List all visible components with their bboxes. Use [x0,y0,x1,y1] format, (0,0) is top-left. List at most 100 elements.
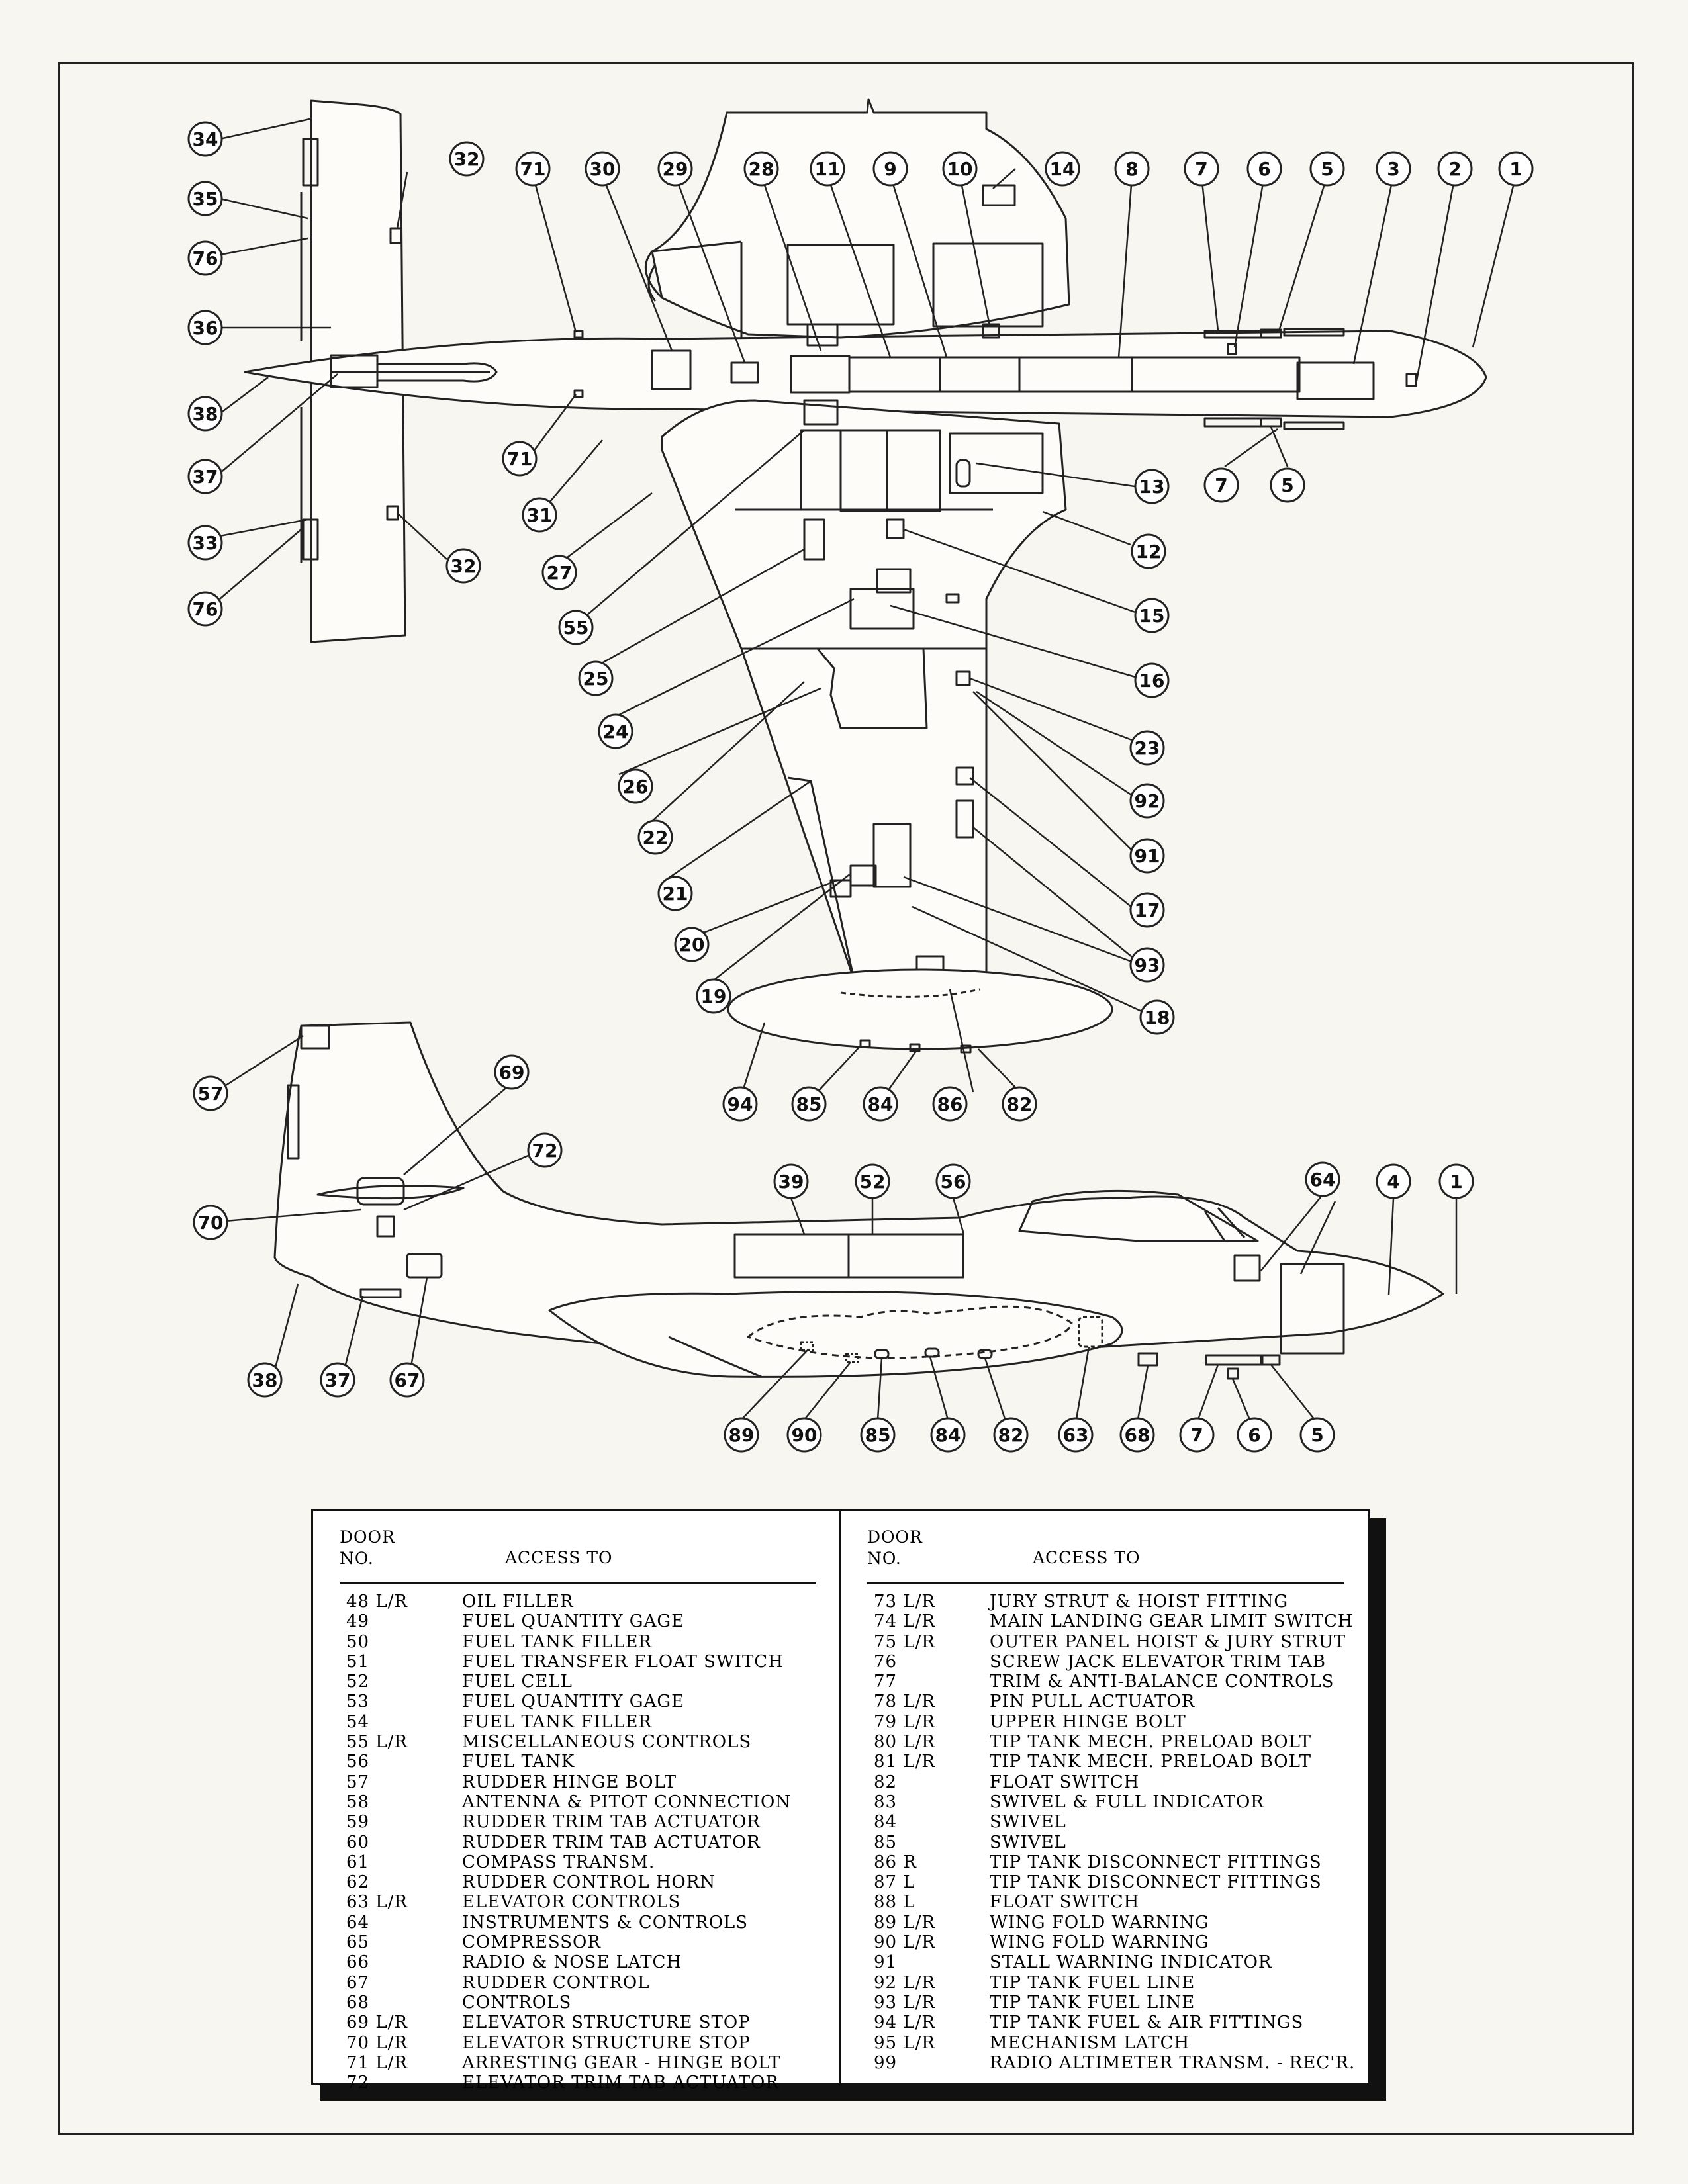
callout-68: 68 [1125,1424,1150,1446]
door-number: 99 [874,2052,898,2073]
door-number: 73 L/R [874,1592,935,1612]
callout-30: 30 [590,158,616,180]
access-description: JURY STRUT & HOIST FITTING [990,1592,1289,1612]
callout-67: 67 [395,1369,420,1391]
callout-37-side: 37 [325,1369,351,1391]
access-description: CONTROLS [462,1992,572,2013]
access-description: STALL WARNING INDICATOR [990,1952,1272,1973]
door-number: 56 [346,1752,370,1772]
door-number: 71 L/R [346,2052,408,2073]
callout-8: 8 [1125,158,1138,180]
callout-33: 33 [193,532,218,554]
upper-wing-folded [651,98,1070,339]
callout-89: 89 [729,1424,755,1446]
callout-82-top: 82 [1007,1093,1033,1115]
header-door-no: DOOR NO. [340,1527,395,1569]
callout-76-bottom: 76 [193,598,218,620]
callout-90: 90 [792,1424,818,1446]
callout-37-top: 37 [193,466,218,488]
door-number: 61 [346,1852,370,1872]
callout-92: 92 [1135,790,1160,812]
callout-82-side: 82 [998,1424,1024,1446]
door-number: 52 [346,1672,370,1692]
access-description: MAIN LANDING GEAR LIMIT SWITCH [990,1612,1354,1632]
access-description: FUEL CELL [462,1672,573,1692]
callout-52: 52 [860,1171,886,1193]
access-description: RUDDER TRIM TAB ACTUATOR [462,1812,761,1833]
table-row: 52 FUEL CELL [340,1672,829,1692]
access-description: ARRESTING GEAR - HINGE BOLT [462,2052,781,2073]
door-number: 51 [346,1651,370,1672]
callout-18: 18 [1145,1007,1170,1028]
side-view [273,1021,1444,1380]
callout-1-side: 1 [1450,1171,1462,1193]
callout-69: 69 [499,1062,525,1083]
access-description: OIL FILLER [462,1592,574,1612]
callout-71-bottom: 71 [507,448,533,470]
header-no-label: NO. [340,1549,374,1568]
access-description: ELEVATOR TRIM TAB ACTUATOR [462,2073,779,2093]
callout-22: 22 [643,827,669,848]
callout-72: 72 [532,1140,558,1161]
access-description: TIP TANK FUEL & AIR FITTINGS [990,2013,1304,2033]
door-number: 65 [346,1933,370,1953]
access-description: FLOAT SWITCH [990,1772,1140,1792]
callout-56: 56 [941,1171,966,1193]
door-number: 89 L/R [874,1912,935,1933]
access-description: COMPASS TRANSM. [462,1852,655,1872]
callout-29: 29 [663,158,688,180]
door-number: 59 [346,1812,370,1833]
callout-16: 16 [1139,670,1165,692]
door-number: 92 L/R [874,1972,935,1993]
callout-39: 39 [778,1171,804,1193]
door-number: 68 [346,1992,370,2013]
door-number: 80 L/R [874,1732,935,1752]
callout-35: 35 [193,188,218,210]
callout-84-side: 84 [935,1424,961,1446]
door-number: 83 [874,1792,898,1812]
table-row: 68 CONTROLS [340,1993,829,2013]
callout-86: 86 [937,1093,963,1115]
table-row: 75 L/R OUTER PANEL HOIST & JURY STRUT [867,1632,1357,1652]
door-number: 54 [346,1711,370,1732]
callout-57: 57 [198,1083,224,1105]
access-description: UPPER HINGE BOLT [990,1711,1186,1732]
door-number: 48 L/R [346,1592,408,1612]
callout-76-top: 76 [193,248,218,269]
callout-38-side: 38 [252,1369,278,1391]
callout-5: 5 [1321,158,1333,180]
plan-view [244,98,1487,1054]
door-number: 88 L [874,1892,915,1913]
callout-38-top: 38 [193,403,218,425]
door-number: 75 L/R [874,1631,935,1652]
callout-2: 2 [1448,158,1461,180]
door-number: 76 [874,1651,898,1672]
callout-7-side: 7 [1190,1424,1203,1446]
access-description: WING FOLD WARNING [990,1933,1209,1953]
access-description: TIP TANK FUEL LINE [990,1972,1196,1993]
door-number: 93 L/R [874,1992,935,2013]
callout-36: 36 [193,317,218,339]
table-row: 59 RUDDER TRIM TAB ACTUATOR [340,1812,829,1832]
access-description: OUTER PANEL HOIST & JURY STRUT [990,1631,1346,1652]
callout-20: 20 [679,934,705,956]
access-description: FUEL TANK FILLER [462,1711,652,1732]
